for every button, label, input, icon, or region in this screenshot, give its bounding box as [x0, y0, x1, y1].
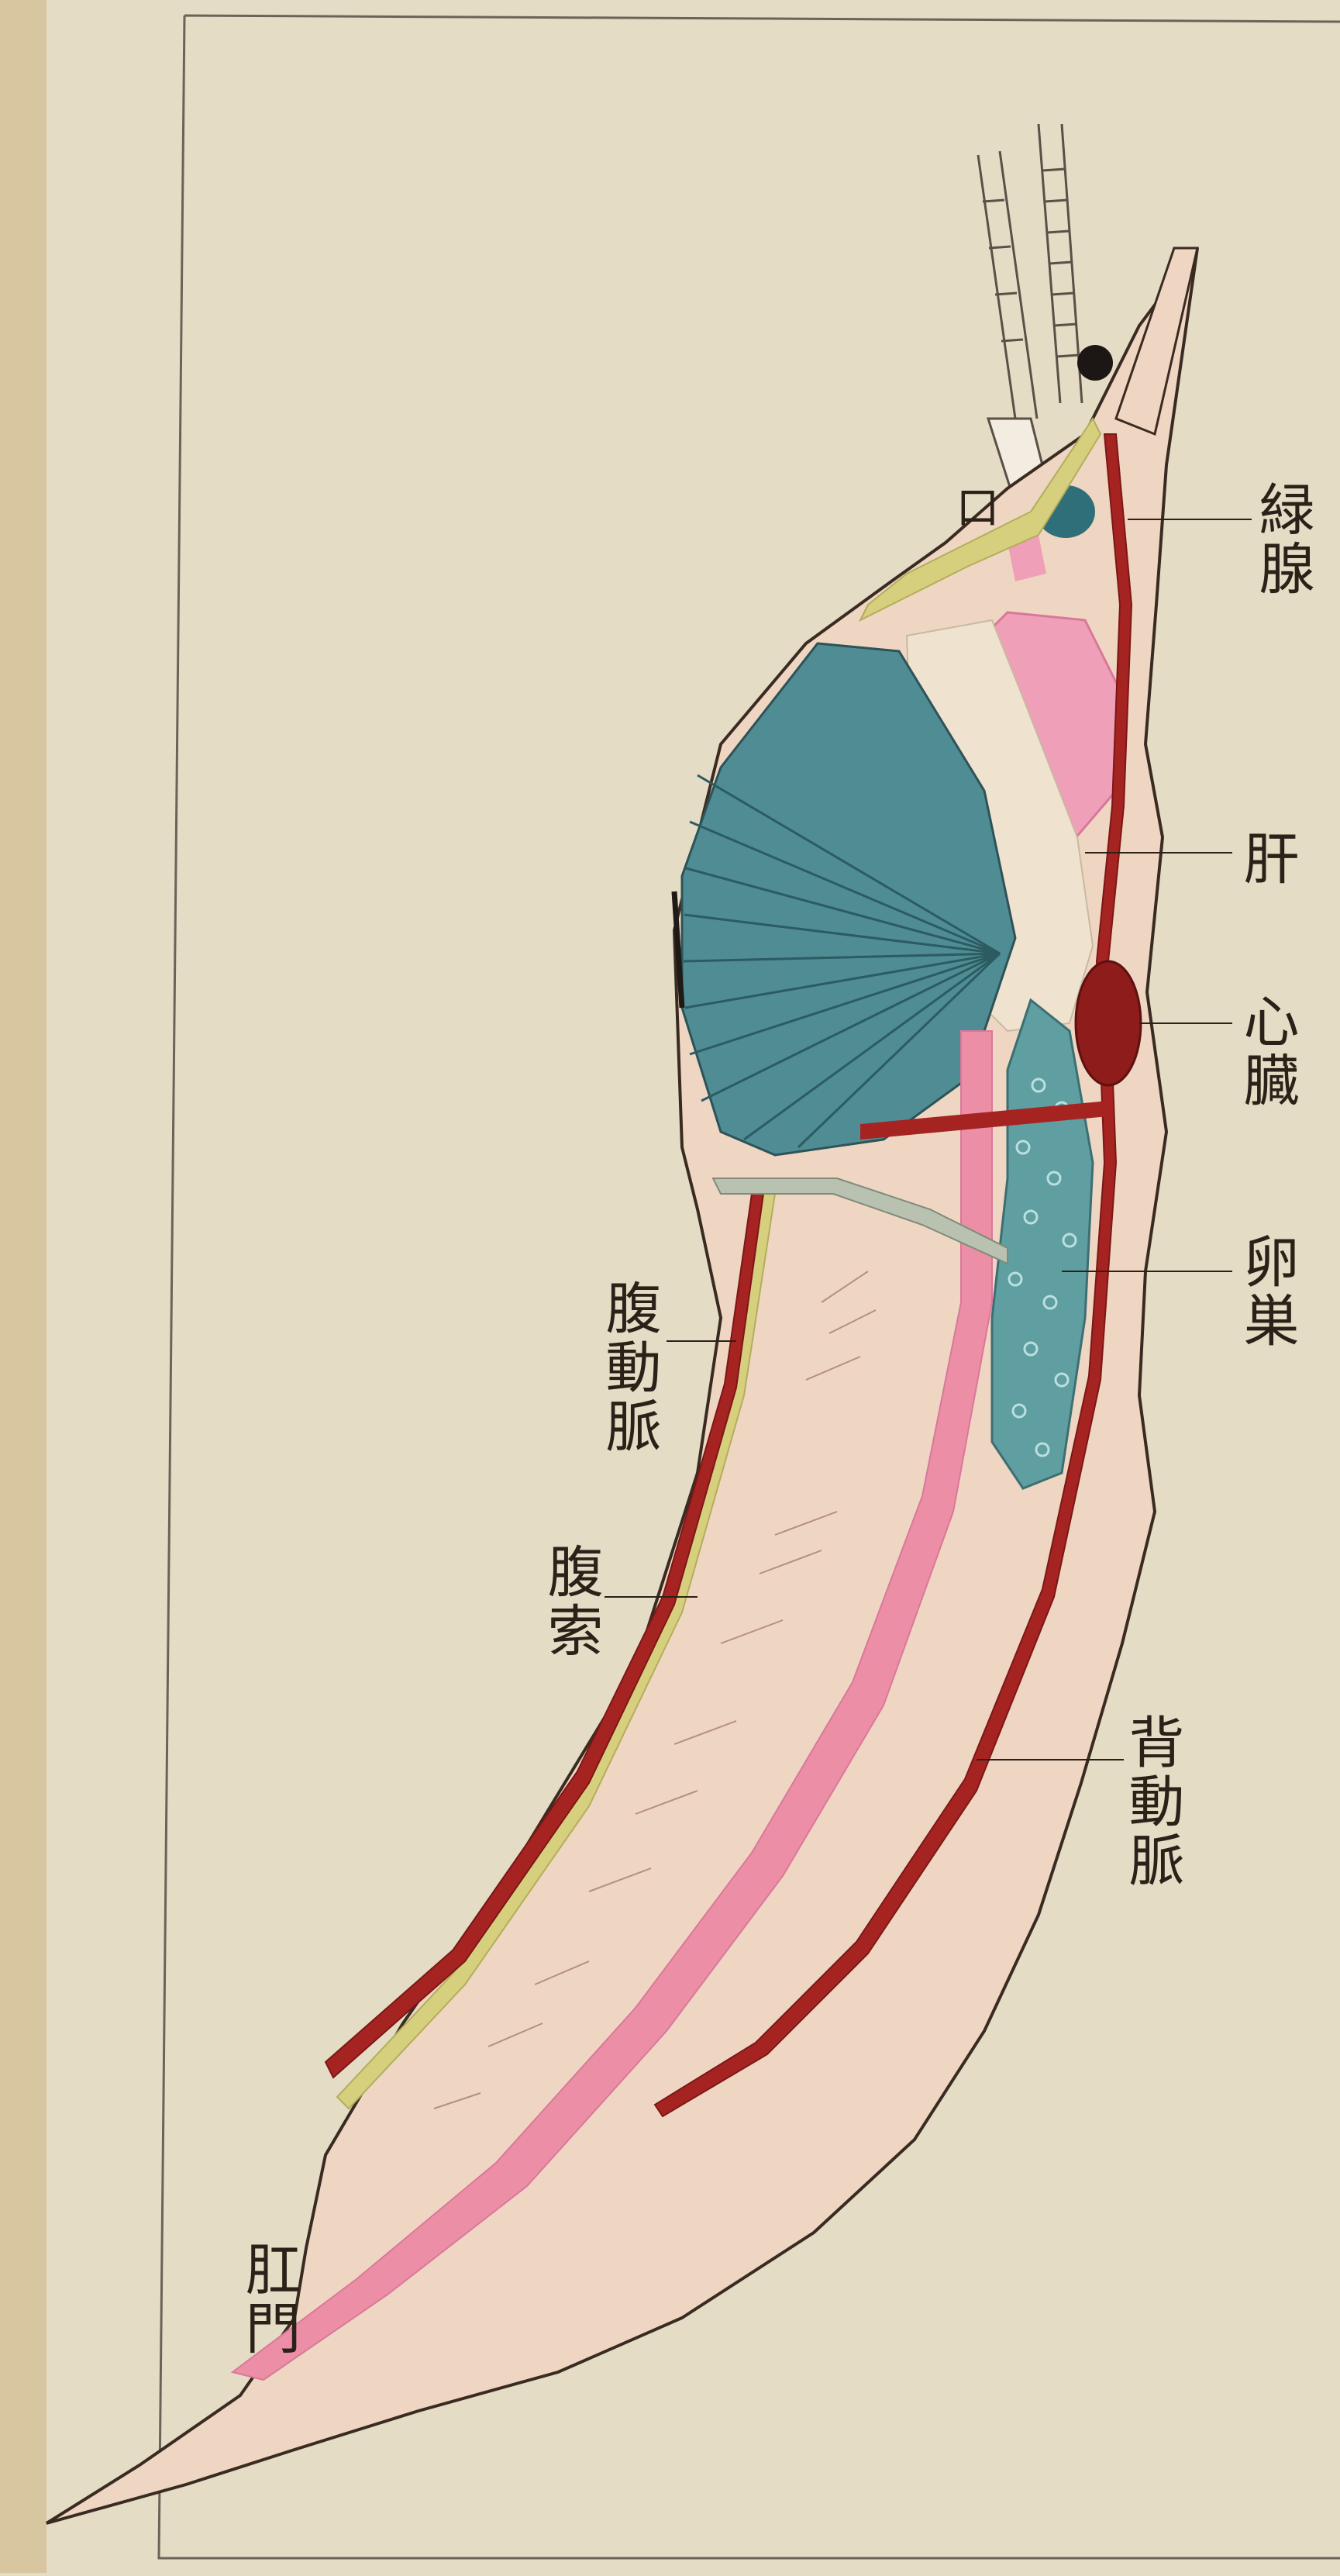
heart	[1076, 961, 1141, 1085]
label-green-gland: 緑腺	[1254, 481, 1310, 598]
label-anus: 肛門	[240, 2240, 296, 2358]
label-heart: 心臓	[1238, 992, 1294, 1110]
label-ovary: 卵巣	[1238, 1233, 1294, 1350]
label-mouth: 口	[952, 485, 995, 531]
paper-edge	[0, 0, 47, 2573]
label-ventral-artery: 腹動脈	[601, 1279, 656, 1456]
label-ventral-nerve: 腹索	[543, 1543, 598, 1660]
eye-icon	[1077, 345, 1113, 381]
label-dorsal-artery: 背動脈	[1124, 1713, 1180, 1890]
label-liver: 肝	[1238, 829, 1294, 888]
